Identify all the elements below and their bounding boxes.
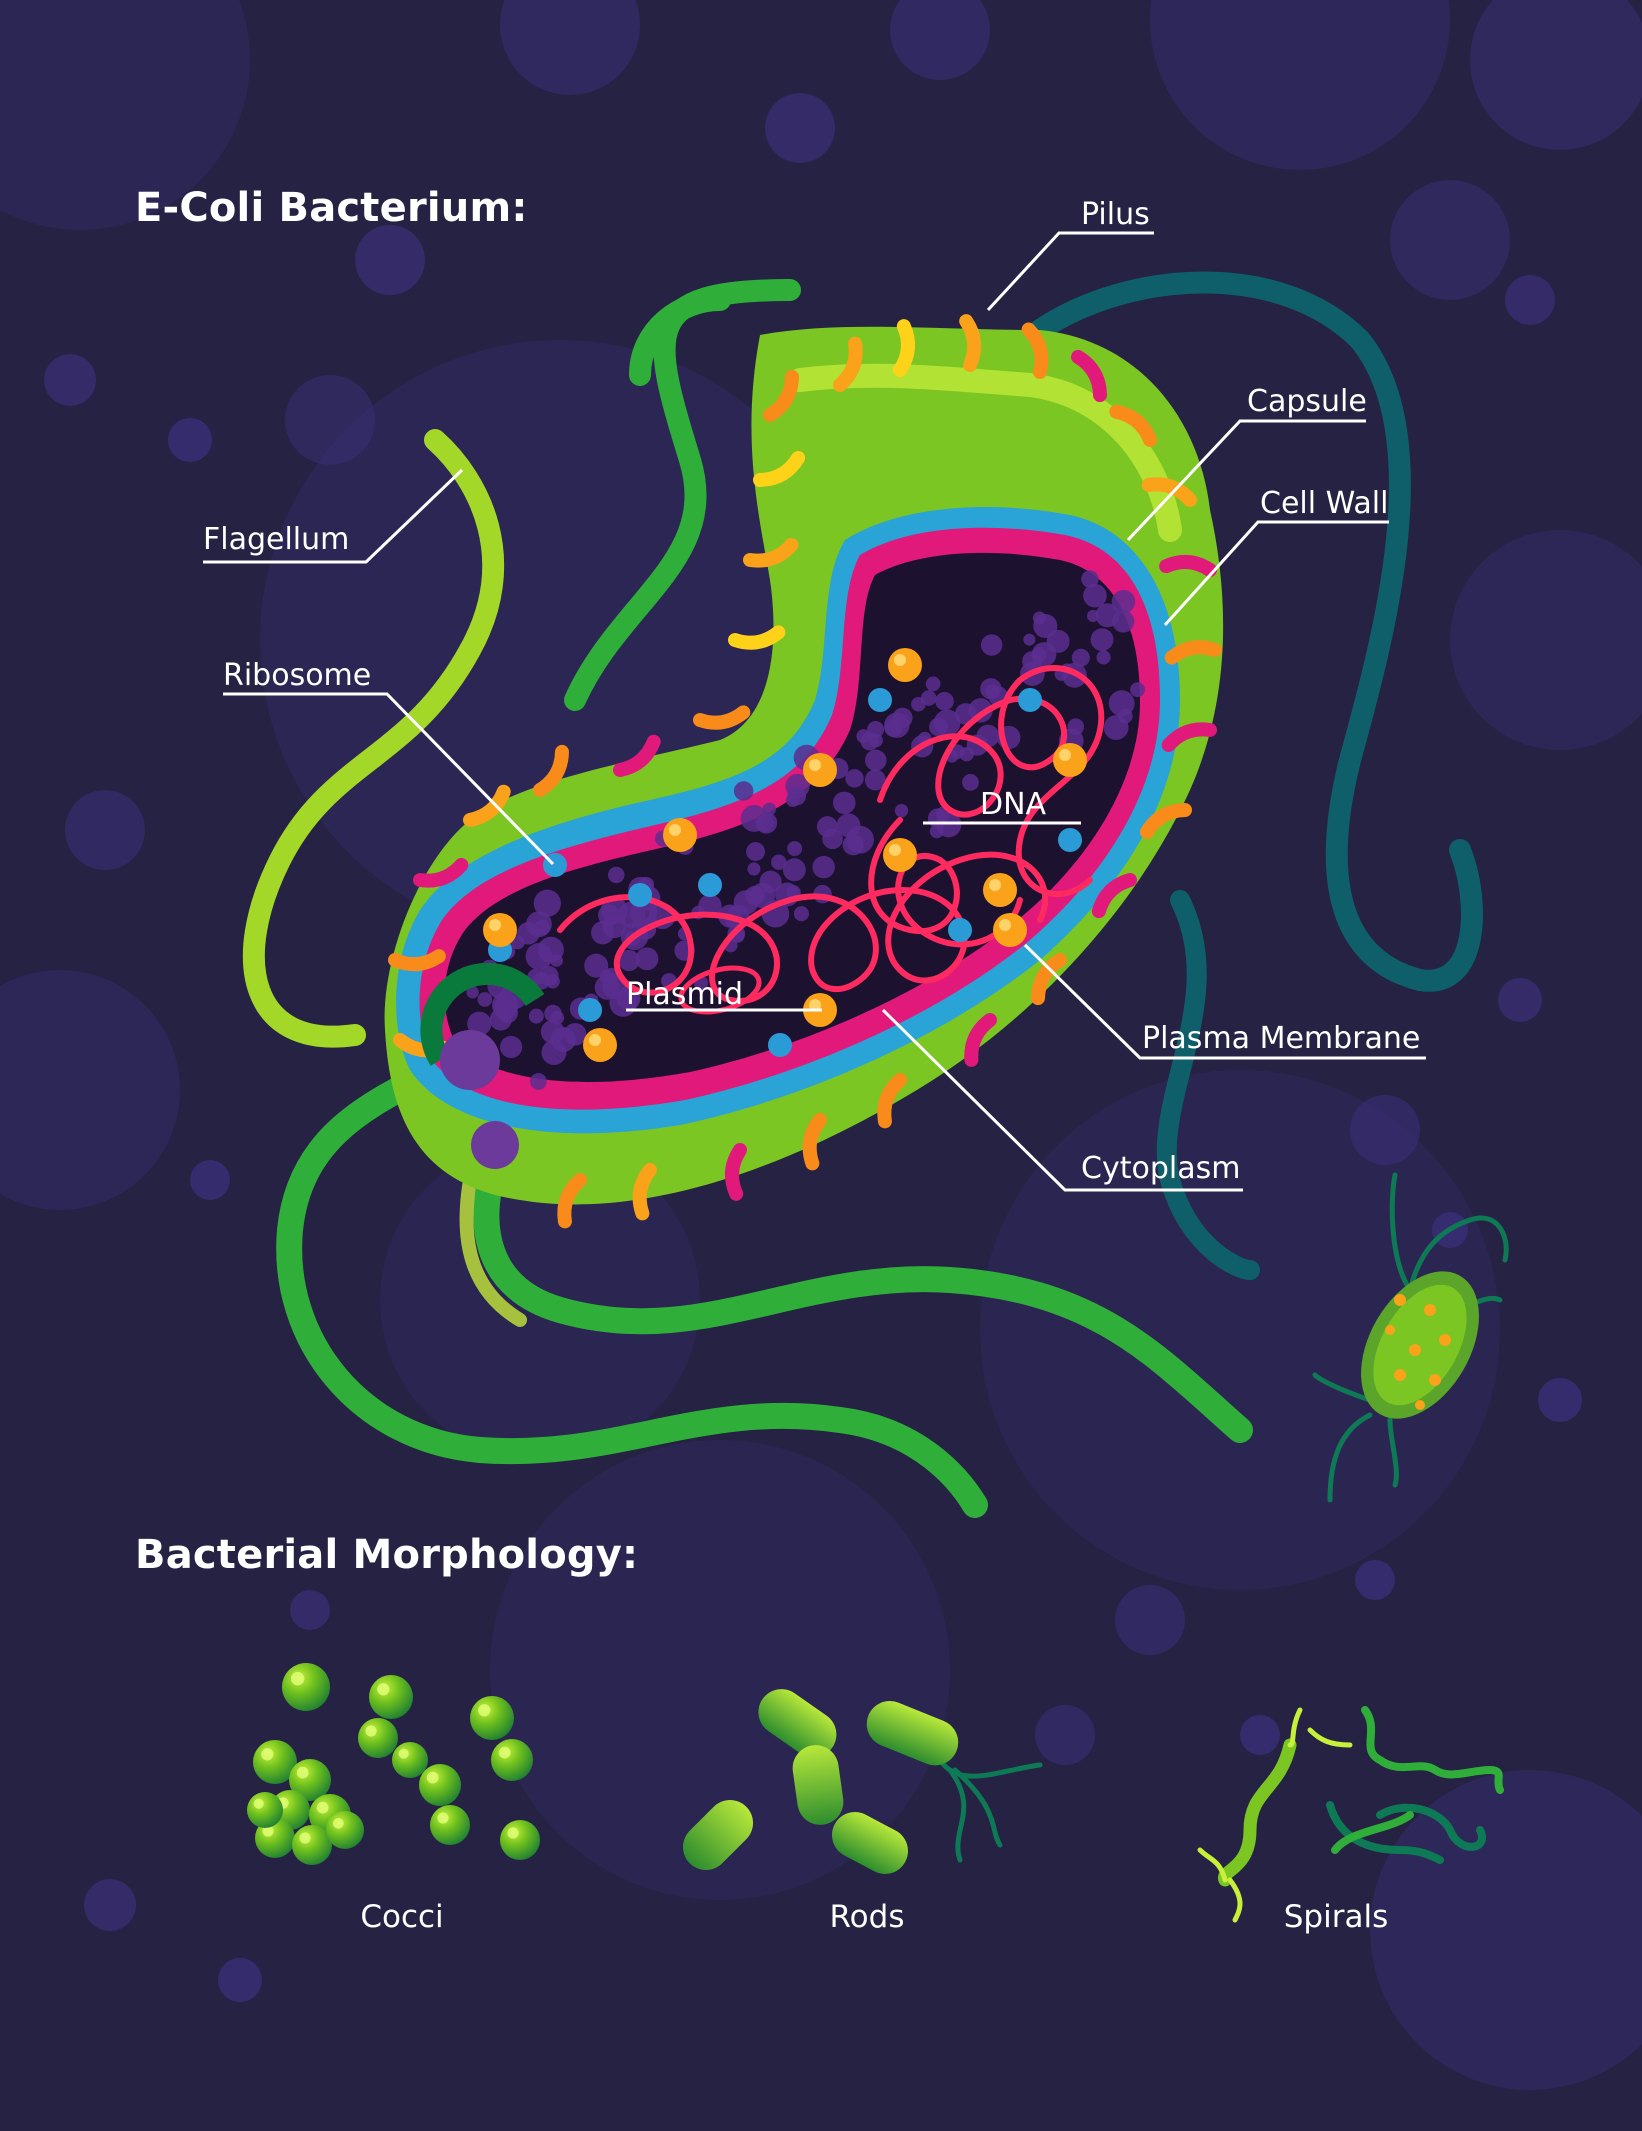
flagellum-base [420,962,545,1169]
rods-illustration [682,1689,1043,1874]
ribosome-granules [483,648,1087,1062]
morphology-title: Bacterial Morphology: [135,1532,639,1578]
label-capsule: Capsule [1247,384,1367,419]
label-dna: DNA [980,787,1047,822]
cell-body [384,314,1224,1229]
main-title: E-Coli Bacterium: [135,185,528,231]
label-plasmid: Plasmid [626,977,744,1012]
leader-lines [203,231,1426,1192]
caption-rods: Rods [829,1899,905,1935]
label-cytoplasm: Cytoplasm [1081,1151,1241,1186]
label-flagellum: Flagellum [203,522,350,557]
label-plasma-membrane: Plasma Membrane [1142,1021,1421,1056]
caption-spirals: Spirals [1283,1899,1389,1935]
dna [557,665,1105,1004]
label-cell-wall: Cell Wall [1260,486,1389,521]
caption-cocci: Cocci [360,1899,444,1935]
flagella [242,271,1483,1518]
label-ribosome: Ribosome [223,658,372,693]
pili [388,314,1222,1229]
cocci-illustration [247,1663,540,1865]
label-pilus: Pilus [1081,197,1150,232]
spirals-illustration [1197,1706,1504,1923]
small-bacterium [1312,1172,1509,1503]
